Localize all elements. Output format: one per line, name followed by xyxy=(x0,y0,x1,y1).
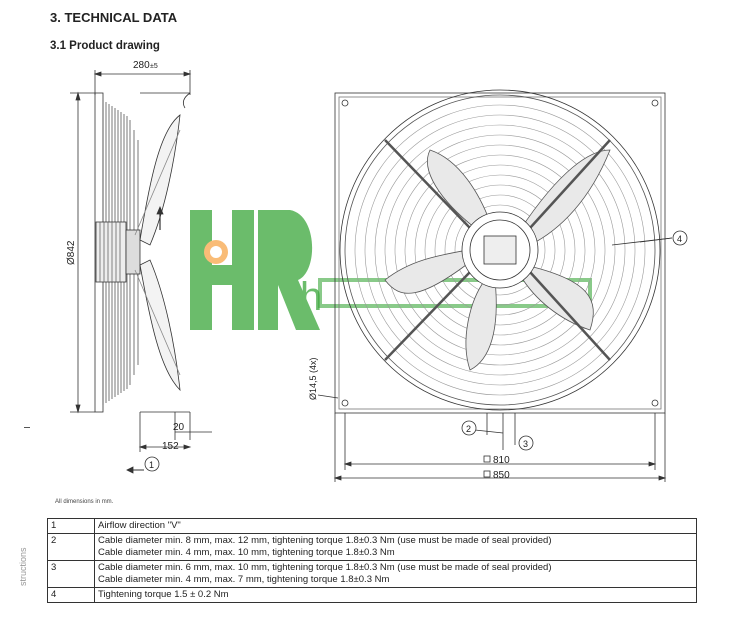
product-drawing: 280 ±5 Ø842 20 152 1 h xyxy=(66,60,688,482)
legend-table: 1 Airflow direction "V" 2 Cable diameter… xyxy=(47,518,697,603)
legend-text: Airflow direction "V" xyxy=(94,518,697,534)
legend-text: Cable diameter min. 6 mm, max. 10 mm, ti… xyxy=(94,560,697,588)
dimension-850: 850 xyxy=(493,470,510,481)
legend-number: 4 xyxy=(47,587,95,603)
hole-dimension: Ø14,5 (4x) xyxy=(308,357,318,400)
legend-number: 1 xyxy=(47,518,95,534)
legend-text: Cable diameter min. 8 mm, max. 12 mm, ti… xyxy=(94,533,697,561)
legend-number: 3 xyxy=(47,560,95,588)
margin-mark xyxy=(24,427,30,428)
dimension-note: All dimensions in mm. xyxy=(55,499,114,505)
legend-row: 4 Tightening torque 1.5 ± 0.2 Nm xyxy=(47,587,697,603)
front-view xyxy=(317,89,688,482)
callout-2: 2 xyxy=(466,424,471,434)
watermark-logo: h xyxy=(190,210,322,330)
legend-number: 2 xyxy=(47,533,95,561)
callout-1: 1 xyxy=(149,460,154,470)
legend-row: 3 Cable diameter min. 6 mm, max. 10 mm, … xyxy=(47,560,697,588)
side-view xyxy=(70,70,212,474)
section-title: 3. TECHNICAL DATA xyxy=(50,10,178,25)
dimension-20: 20 xyxy=(173,422,185,433)
dimension-152: 152 xyxy=(162,441,179,452)
watermark-text: h xyxy=(300,275,322,319)
subsection-title: 3.1 Product drawing xyxy=(50,40,160,52)
legend-row: 1 Airflow direction "V" xyxy=(47,518,697,534)
callout-4: 4 xyxy=(677,234,682,244)
legend-row: 2 Cable diameter min. 8 mm, max. 12 mm, … xyxy=(47,533,697,561)
depth-dimension: 280 xyxy=(133,60,150,71)
watermark-bar xyxy=(318,278,592,308)
legend-text: Tightening torque 1.5 ± 0.2 Nm xyxy=(94,587,697,603)
callout-3: 3 xyxy=(523,439,528,449)
side-text: structions xyxy=(18,547,28,586)
depth-tolerance: ±5 xyxy=(150,63,158,70)
dimension-810: 810 xyxy=(493,455,510,466)
diameter-dimension: Ø842 xyxy=(66,240,77,265)
